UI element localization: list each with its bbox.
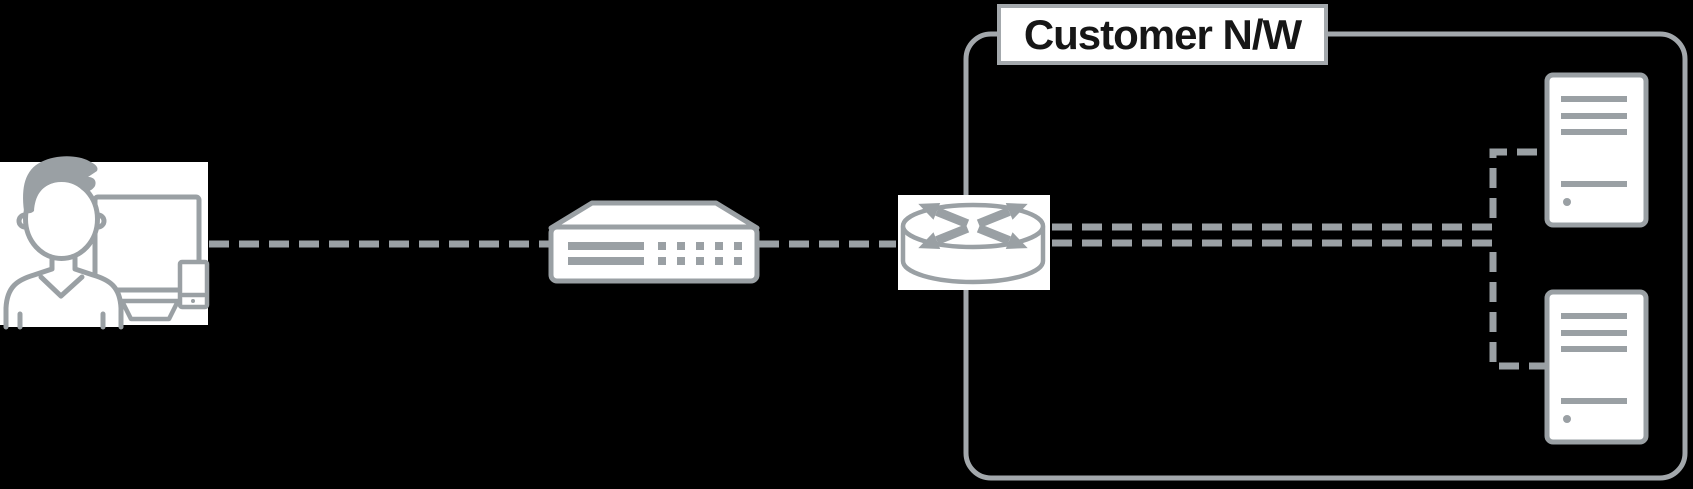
monitor	[92, 194, 202, 293]
switch-port	[715, 242, 723, 250]
connection-router-to-server-bottom	[1052, 239, 1545, 370]
router-arrows-icon	[918, 203, 1028, 249]
server-slot	[1561, 96, 1627, 102]
server-drive-bar	[1561, 181, 1627, 187]
person-collar	[38, 274, 85, 299]
switch-top	[548, 200, 760, 231]
server-power-led	[1563, 198, 1571, 206]
switch-port	[734, 242, 742, 250]
pc-tower-led	[191, 299, 195, 303]
person-at-computer-icon	[0, 156, 210, 330]
server-slot	[1561, 113, 1627, 119]
switch-label-bar	[568, 257, 644, 265]
switch-icon	[548, 200, 760, 284]
switch-port	[677, 242, 685, 250]
server-slot	[1561, 330, 1627, 336]
server-icon	[1544, 72, 1649, 228]
connection-router-to-server-top	[1052, 148, 1545, 231]
switch-port	[696, 257, 704, 265]
switch-port	[658, 242, 666, 250]
switch-port	[715, 257, 723, 265]
keyboard	[119, 298, 181, 322]
switch-port	[734, 257, 742, 265]
switch-port	[677, 257, 685, 265]
server-slot	[1561, 346, 1627, 352]
router-top	[900, 202, 1046, 250]
server-chassis	[1544, 72, 1649, 228]
switch-port	[658, 257, 666, 265]
server-chassis	[1544, 289, 1649, 445]
switch-body	[548, 224, 760, 284]
router-icon	[898, 195, 1050, 290]
person-hair	[23, 156, 98, 214]
switch-label-bar	[568, 242, 644, 250]
server-slot	[1561, 129, 1627, 135]
switch-ports	[658, 242, 742, 265]
server-icon	[1544, 289, 1649, 445]
server-drive-bar	[1561, 398, 1627, 404]
customer-network-label: Customer N/W	[997, 4, 1328, 65]
switch-port	[696, 242, 704, 250]
server-slot	[1561, 313, 1627, 319]
server-power-led	[1563, 415, 1571, 423]
